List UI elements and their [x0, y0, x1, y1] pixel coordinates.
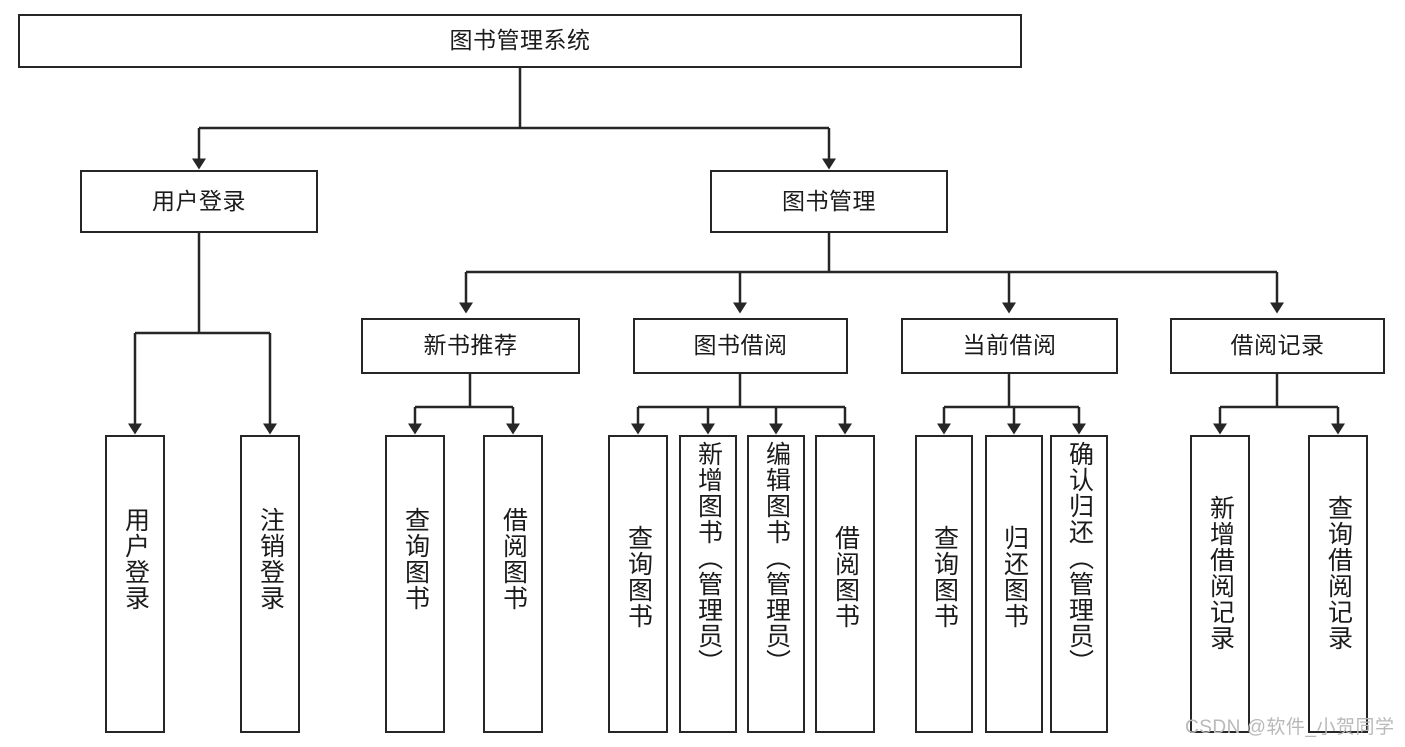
node-root[interactable]: 图书管理系统	[18, 14, 1022, 68]
leaf-borrow-book-newbook[interactable]: 借阅图书	[483, 435, 543, 733]
leaf-logout-label: 注销登录	[256, 507, 285, 611]
node-new-book-recommend[interactable]: 新书推荐	[361, 318, 580, 374]
leaf-query-book-current-label: 查询图书	[930, 525, 959, 629]
leaf-confirm-return-admin-label: 确认归还（管理员）	[1065, 441, 1094, 675]
node-user-login-label: 用户登录	[152, 187, 246, 214]
node-current-borrow-label: 当前借阅	[962, 332, 1057, 359]
leaf-edit-book-admin-label: 编辑图书（管理员）	[762, 441, 791, 675]
node-book-borrow[interactable]: 图书借阅	[633, 318, 848, 374]
leaf-logout[interactable]: 注销登录	[240, 435, 300, 733]
node-new-book-recommend-label: 新书推荐	[423, 332, 518, 359]
node-borrow-records-label: 借阅记录	[1230, 332, 1325, 359]
leaf-return-book-label: 归还图书	[1000, 525, 1029, 629]
leaf-query-book-newbook-label: 查询图书	[401, 507, 430, 611]
leaf-borrow-book-newbook-label: 借阅图书	[499, 507, 528, 611]
leaf-query-book-current[interactable]: 查询图书	[915, 435, 973, 733]
leaf-add-book-admin-label: 新增图书（管理员）	[694, 441, 723, 675]
leaf-query-book-borrow[interactable]: 查询图书	[608, 435, 668, 733]
leaf-query-borrow-record-label: 查询借阅记录	[1324, 495, 1353, 651]
leaf-add-book-admin[interactable]: 新增图书（管理员）	[679, 435, 737, 733]
node-book-management-label: 图书管理	[782, 187, 876, 214]
leaf-edit-book-admin[interactable]: 编辑图书（管理员）	[747, 435, 805, 733]
watermark: CSDN @软件_小贺同学	[1185, 717, 1395, 738]
leaf-borrow-book-borrow-label: 借阅图书	[831, 525, 860, 629]
node-borrow-records[interactable]: 借阅记录	[1170, 318, 1385, 374]
node-current-borrow[interactable]: 当前借阅	[901, 318, 1118, 374]
leaf-query-book-borrow-label: 查询图书	[624, 525, 653, 629]
leaf-query-book-newbook[interactable]: 查询图书	[385, 435, 445, 733]
leaf-add-borrow-record-label: 新增借阅记录	[1206, 495, 1235, 651]
leaf-borrow-book-borrow[interactable]: 借阅图书	[815, 435, 875, 733]
leaf-query-borrow-record[interactable]: 查询借阅记录	[1308, 435, 1368, 733]
leaf-user-login[interactable]: 用户登录	[105, 435, 165, 733]
leaf-return-book[interactable]: 归还图书	[985, 435, 1043, 733]
leaf-confirm-return-admin[interactable]: 确认归还（管理员）	[1050, 435, 1108, 733]
node-book-borrow-label: 图书借阅	[693, 332, 788, 359]
node-root-label: 图书管理系统	[449, 27, 591, 54]
leaf-user-login-label: 用户登录	[121, 507, 150, 611]
node-book-management[interactable]: 图书管理	[710, 170, 948, 233]
node-user-login[interactable]: 用户登录	[80, 170, 318, 233]
leaf-add-borrow-record[interactable]: 新增借阅记录	[1190, 435, 1250, 733]
